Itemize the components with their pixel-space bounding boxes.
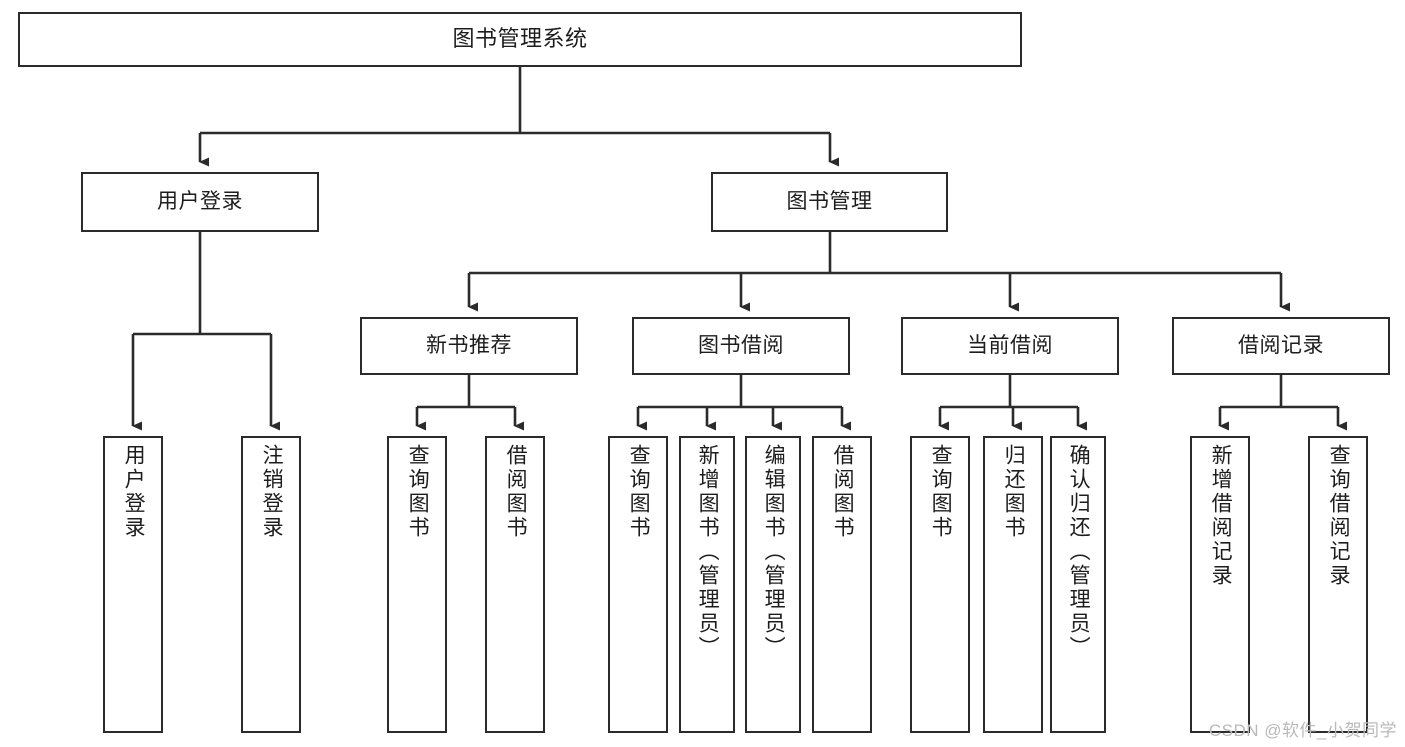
- node-root[interactable]: 图书管理系统: [18, 12, 1022, 67]
- leaf-borrow-borrow-book[interactable]: 借阅图书: [812, 436, 872, 733]
- leaf-rec-query-record[interactable]: 查询借阅记录: [1308, 436, 1368, 733]
- leaf-rec-add-record-label: 新增借阅记录: [1209, 444, 1233, 588]
- node-book-borrow[interactable]: 图书借阅: [632, 317, 850, 375]
- leaf-borrow-query-book-label: 查询图书: [627, 444, 651, 540]
- node-new-book-recommend[interactable]: 新书推荐: [360, 317, 578, 375]
- leaf-borrow-add-book-label: 新增图书（管理员）: [696, 444, 720, 660]
- leaf-cur-confirm-return-label: 确认归还（管理员）: [1067, 444, 1091, 660]
- leaf-borrow-add-book[interactable]: 新增图书（管理员）: [679, 436, 735, 733]
- node-borrow-record[interactable]: 借阅记录: [1172, 317, 1390, 375]
- leaf-borrow-borrow-book-label: 借阅图书: [831, 444, 855, 540]
- leaf-user-logout-label: 注销登录: [260, 444, 284, 540]
- leaf-borrow-query-book[interactable]: 查询图书: [608, 436, 668, 733]
- node-book-management[interactable]: 图书管理: [711, 172, 948, 232]
- node-user-login-label: 用户登录: [157, 190, 243, 214]
- leaf-rec-add-record[interactable]: 新增借阅记录: [1190, 436, 1250, 733]
- leaf-rec-query-book-label: 查询图书: [406, 444, 430, 540]
- node-book-borrow-label: 图书借阅: [698, 334, 784, 358]
- leaf-rec-borrow-book-label: 借阅图书: [504, 444, 528, 540]
- leaf-borrow-edit-book-label: 编辑图书（管理员）: [762, 444, 786, 660]
- node-user-login[interactable]: 用户登录: [81, 172, 319, 232]
- leaf-rec-query-book[interactable]: 查询图书: [387, 436, 447, 733]
- leaf-user-logout[interactable]: 注销登录: [241, 436, 301, 733]
- node-current-borrow-label: 当前借阅: [967, 334, 1053, 358]
- leaf-rec-query-record-label: 查询借阅记录: [1327, 444, 1351, 588]
- node-current-borrow[interactable]: 当前借阅: [901, 317, 1119, 375]
- leaf-cur-query-book-label: 查询图书: [929, 444, 953, 540]
- leaf-cur-query-book[interactable]: 查询图书: [910, 436, 970, 733]
- leaf-borrow-edit-book[interactable]: 编辑图书（管理员）: [745, 436, 801, 733]
- node-borrow-record-label: 借阅记录: [1238, 334, 1324, 358]
- leaf-cur-confirm-return[interactable]: 确认归还（管理员）: [1050, 436, 1106, 733]
- leaf-cur-return-book[interactable]: 归还图书: [983, 436, 1043, 733]
- leaf-user-login[interactable]: 用户登录: [103, 436, 163, 733]
- node-new-book-recommend-label: 新书推荐: [426, 334, 512, 358]
- watermark-text: CSDN @软件_小贺同学: [1208, 721, 1397, 740]
- node-book-management-label: 图书管理: [786, 190, 873, 214]
- leaf-user-login-label: 用户登录: [122, 444, 146, 540]
- node-root-label: 图书管理系统: [452, 26, 588, 52]
- leaf-cur-return-book-label: 归还图书: [1002, 444, 1026, 540]
- leaf-rec-borrow-book[interactable]: 借阅图书: [485, 436, 545, 733]
